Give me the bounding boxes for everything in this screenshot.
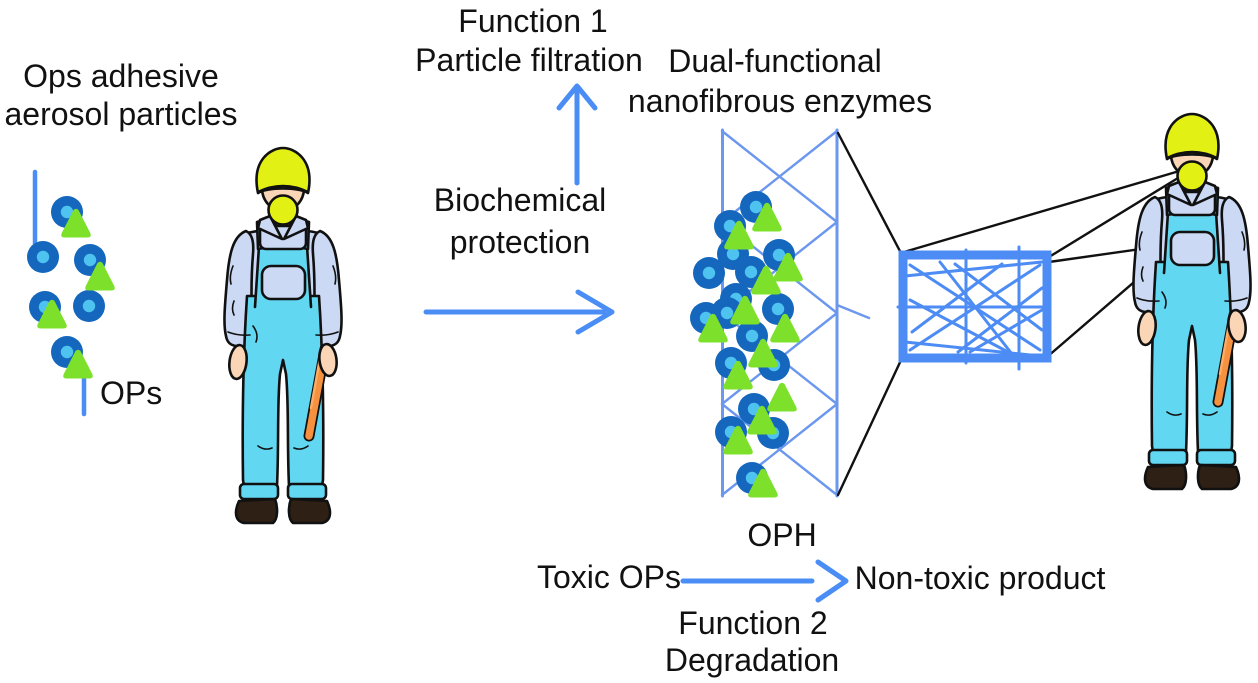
magnified-fiber-box bbox=[896, 245, 1052, 371]
aerosol-particle bbox=[73, 290, 105, 322]
biochem-line2: protection bbox=[450, 224, 591, 260]
right-arrow bbox=[423, 289, 615, 335]
dual-line1: Dual-functional bbox=[668, 43, 881, 79]
nontoxic-label: Non-toxic product bbox=[855, 560, 1106, 596]
dual-line2: nanofibrous enzymes bbox=[628, 83, 932, 119]
op-molecule-icon bbox=[767, 382, 797, 412]
reaction-arrow bbox=[680, 559, 849, 603]
biochemical-protection-label: Biochemical protection bbox=[434, 182, 607, 260]
aerosol-particles-label: Ops adhesive aerosol particles bbox=[5, 58, 238, 132]
function1-line2: Particle filtration bbox=[415, 42, 643, 78]
oph-label: OPH bbox=[747, 517, 816, 553]
captured-particle-cluster bbox=[690, 191, 803, 498]
degradation-reaction: OPH Toxic OPs Non-toxic product Function… bbox=[537, 517, 1106, 678]
aerosol-label-line1: Ops adhesive bbox=[23, 58, 219, 94]
toxic-ops-label: Toxic OPs bbox=[537, 559, 681, 595]
magnifier-connector-lines bbox=[836, 131, 1180, 497]
free-aerosol-particle-cluster: OPs bbox=[27, 169, 162, 417]
biochem-line1: Biochemical bbox=[434, 182, 607, 218]
function1-line1: Function 1 bbox=[458, 3, 607, 39]
function2-line1: Function 2 bbox=[678, 605, 827, 641]
aerosol-particle bbox=[693, 257, 725, 289]
right-worker-figure bbox=[1133, 114, 1250, 489]
up-arrow bbox=[556, 83, 598, 186]
dual-functional-label: Dual-functional nanofibrous enzymes bbox=[628, 43, 932, 119]
aerosol-particle bbox=[27, 241, 59, 273]
aerosol-label-line2: aerosol particles bbox=[5, 96, 238, 132]
ops-label: OPs bbox=[100, 375, 162, 411]
function2-line2: Degradation bbox=[665, 642, 839, 678]
left-worker-figure bbox=[224, 148, 341, 523]
function1-label: Function 1 Particle filtration bbox=[415, 3, 643, 78]
